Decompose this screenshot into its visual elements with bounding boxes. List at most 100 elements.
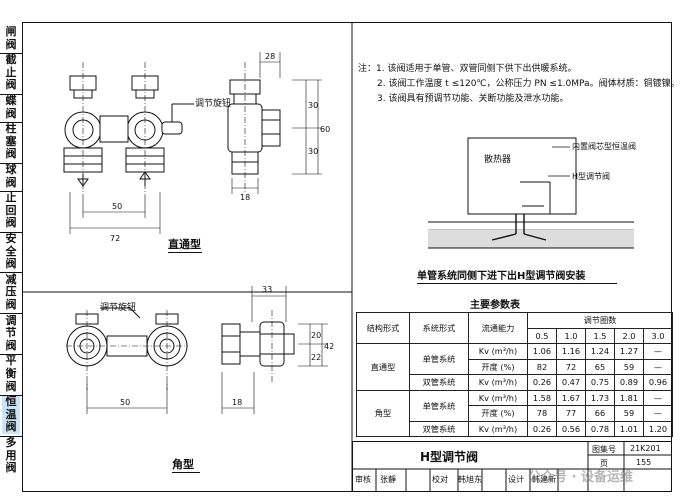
dim-angle-18: 18	[232, 398, 242, 407]
straight-side-dimension-lines	[231, 52, 322, 194]
value-cell: 0.96	[643, 374, 673, 391]
value-cell: 1.58	[527, 389, 557, 406]
value-cell: 1.81	[614, 389, 644, 406]
system-cell: 单管系统	[409, 343, 469, 375]
sidebar-category: 平衡阀	[5, 354, 17, 393]
h-valve-label: H型调节阀	[572, 172, 611, 181]
structure-cell: 角型	[356, 389, 410, 437]
quantity-cell: Kv (m³/h)	[468, 420, 528, 437]
value-cell: 0.47	[556, 374, 586, 391]
dim-angle-50: 50	[120, 398, 130, 407]
value-cell: 72	[556, 358, 586, 375]
sidebar-separator	[0, 272, 22, 274]
page-label: 页	[600, 459, 608, 468]
drawing-frame	[22, 22, 672, 492]
review-name: 张靜	[380, 475, 396, 484]
straight-valve-side	[227, 62, 281, 192]
sidebar-separator	[0, 435, 22, 437]
angle-caption: 角型	[172, 458, 194, 471]
structure-cell: 直通型	[356, 343, 410, 391]
note-line-1: 注：1. 该阀适用于单管、双管同侧下供下出供暖系统。	[358, 64, 577, 74]
angle-valve-front	[66, 307, 188, 390]
value-cell: —	[643, 389, 673, 406]
dim-angle-22: 22	[311, 353, 321, 362]
quantity-cell: Kv (m³/h)	[468, 374, 528, 391]
value-cell: 66	[585, 405, 615, 422]
watermark: 公众号 · 设备运维	[528, 470, 633, 485]
value-cell: 78	[527, 405, 557, 422]
proof-name: 韩旭东	[458, 475, 482, 484]
sidebar-category: 减压阀	[5, 272, 17, 311]
sidebar-category: 恒温阀	[2, 395, 20, 434]
value-cell: 1.27	[614, 343, 644, 360]
title-block-frame	[352, 441, 672, 492]
dim-straight-72: 72	[110, 234, 120, 243]
turns-value: 3.0	[643, 327, 673, 344]
angle-dimension-lines	[86, 382, 168, 414]
sidebar-separator	[0, 313, 22, 315]
value-cell: 1.16	[556, 343, 586, 360]
dim-straight-18: 18	[240, 193, 250, 202]
sidebar-separator	[0, 93, 22, 95]
valve-drawings: 50 72 28 30 60 30 18	[22, 22, 634, 492]
dim-straight-60: 60	[320, 125, 330, 134]
dim-straight-30a: 30	[308, 101, 318, 110]
angle-side-dimension-lines	[221, 286, 328, 414]
header-turns: 调节圈数	[527, 312, 673, 329]
value-cell: —	[643, 405, 673, 422]
straight-knob-label: 调节旋钮	[195, 99, 232, 109]
turns-value: 0.5	[527, 327, 557, 344]
note-line-3: 3. 该阀具有预调节功能、关断功能及泄水功能。	[377, 94, 569, 104]
header-structure: 结构形式	[356, 312, 410, 344]
note-line-2: 2. 该阀工作温度 t ≤120℃，公称压力 PN ≤1.0MPa。阀体材质：铜…	[377, 79, 680, 89]
sidebar-separator	[0, 394, 22, 396]
thermostatic-valve-label: 内置阀芯型恒温阀	[572, 142, 636, 151]
dim-angle-33: 33	[262, 285, 272, 294]
atlas-number: 21K201	[630, 444, 661, 453]
header-system: 系统形式	[409, 312, 469, 344]
sidebar-separator	[0, 162, 22, 164]
design-name: 韩建新	[532, 475, 556, 484]
sidebar-separator	[0, 231, 22, 233]
value-cell: 59	[614, 358, 644, 375]
value-cell: 0.78	[585, 420, 615, 437]
system-cell: 单管系统	[409, 389, 469, 422]
sidebar-separator	[0, 121, 22, 123]
turns-value: 2.0	[614, 327, 644, 344]
value-cell: 0.26	[527, 420, 557, 437]
params-title: 主要参数表	[470, 300, 520, 311]
dim-straight-28: 28	[265, 52, 275, 61]
sidebar-category: 调节阀	[5, 313, 17, 352]
value-cell: —	[643, 358, 673, 375]
quantity-cell: Kv (m³/h)	[468, 343, 528, 360]
radiator-label: 散热器	[484, 155, 512, 165]
value-cell: 1.20	[643, 420, 673, 437]
value-cell: 65	[585, 358, 615, 375]
sidebar-category: 闸阀	[5, 25, 17, 51]
value-cell: 1.73	[585, 389, 615, 406]
sidebar-categories: 闸阀截止阀蝶阀柱塞阀球阀止回阀安全阀减压阀调节阀平衡阀恒温阀多用阀	[0, 22, 22, 492]
straight-caption: 直通型	[168, 238, 201, 251]
system-cell: 双管系统	[409, 420, 469, 437]
drawing-title: H型调节阀	[420, 450, 479, 464]
header-flow: 流通能力	[468, 312, 528, 344]
quantity-cell: 开度 (%)	[468, 405, 528, 422]
sidebar-category: 蝶阀	[5, 94, 17, 120]
system-cell: 双管系统	[409, 374, 469, 391]
value-cell: 77	[556, 405, 586, 422]
value-cell: 0.89	[614, 374, 644, 391]
atlas-label: 图集号	[592, 445, 616, 454]
turns-value: 1.5	[585, 327, 615, 344]
value-cell: 1.01	[614, 420, 644, 437]
dim-angle-20: 20	[311, 331, 321, 340]
sidebar-separator	[0, 353, 22, 355]
sidebar-category: 安全阀	[5, 232, 17, 271]
sidebar-category: 截止阀	[5, 53, 17, 92]
sidebar-separator	[0, 190, 22, 192]
angle-caption-underline	[172, 472, 200, 473]
install-caption: 单管系统同侧下进下出H型调节阀安装	[417, 271, 586, 282]
